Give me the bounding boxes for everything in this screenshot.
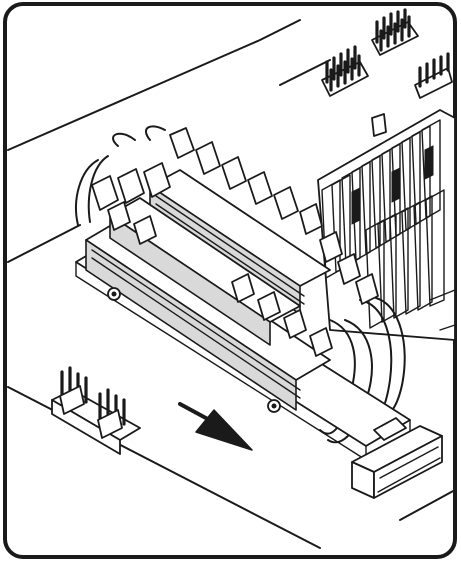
small-component — [371, 113, 387, 137]
pin-header-top-right — [414, 52, 453, 99]
motherboard-edge — [399, 489, 456, 521]
motherboard-edge — [7, 224, 81, 263]
socket-block — [351, 425, 443, 499]
artwork — [7, 8, 456, 549]
pin-header-top-left — [321, 45, 369, 97]
motherboard-edge — [7, 19, 301, 151]
pin-header-bottom-left — [51, 366, 141, 455]
motherboard-edge — [279, 59, 331, 86]
memory-heatsink — [75, 127, 411, 461]
pin-header-top-middle — [371, 8, 419, 56]
end-connector — [373, 417, 407, 441]
vrm-heatsink — [317, 109, 456, 341]
arrow-icon — [178, 402, 253, 451]
